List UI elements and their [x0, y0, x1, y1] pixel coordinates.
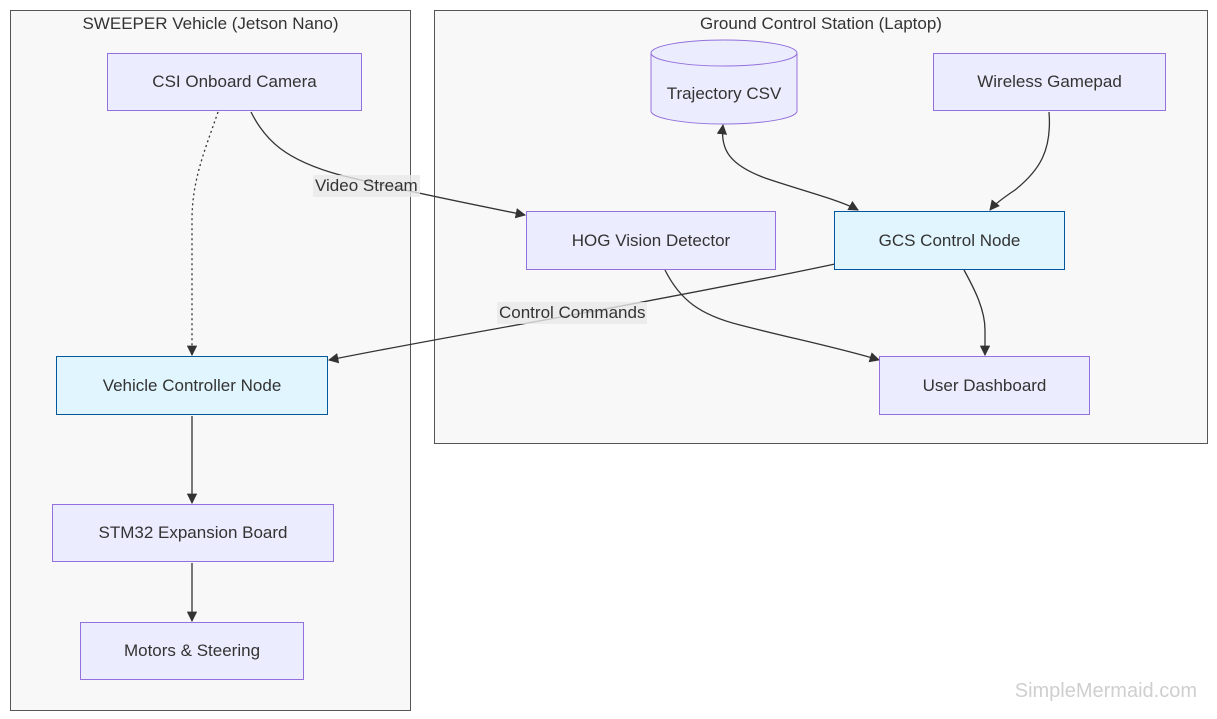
motors-steering-node[interactable]: Motors & Steering	[80, 622, 304, 680]
stm32-board-node[interactable]: STM32 Expansion Board	[52, 504, 334, 562]
gcs-control-node-label: GCS Control Node	[878, 230, 1021, 250]
stm32-board-label: STM32 Expansion Board	[98, 523, 288, 542]
gcs-cluster-title: Ground Control Station (Laptop)	[700, 14, 942, 33]
watermark: SimpleMermaid.com	[1014, 680, 1197, 702]
user-dashboard-label: User Dashboard	[922, 375, 1047, 395]
hog-detector-node[interactable]: HOG Vision Detector	[526, 211, 776, 270]
edge-hog-to-dashboard	[664, 269, 880, 363]
csi-camera-node[interactable]: CSI Onboard Camera	[107, 53, 362, 111]
hog-detector-label: HOG Vision Detector	[571, 230, 731, 250]
user-dashboard-node[interactable]: User Dashboard	[879, 356, 1090, 415]
wireless-gamepad-label: Wireless Gamepad	[977, 72, 1122, 91]
csi-camera-label: CSI Onboard Camera	[152, 72, 317, 91]
edge-gamepad-to-gcs	[989, 111, 1051, 211]
edge-camera-to-vehicle-controller	[186, 111, 219, 357]
edge-label-video-stream: Video Stream	[313, 175, 420, 197]
vehicle-controller-label: Vehicle Controller Node	[102, 375, 282, 395]
trajectory-csv-label: Trajectory CSV	[666, 84, 782, 103]
edge-trajectory-csv-gcs	[716, 123, 859, 211]
motors-steering-label: Motors & Steering	[123, 641, 261, 660]
wireless-gamepad-node[interactable]: Wireless Gamepad	[933, 53, 1166, 111]
edge-label-control-commands: Control Commands	[497, 302, 648, 324]
vehicle-controller-node[interactable]: Vehicle Controller Node	[56, 356, 328, 415]
gcs-control-node[interactable]: GCS Control Node	[834, 211, 1065, 270]
edge-gcs-to-dashboard	[963, 269, 991, 357]
trajectory-csv-database-shape	[650, 39, 798, 125]
edge-camera-to-hog-detector	[250, 111, 527, 219]
vehicle-cluster-title: SWEEPER Vehicle (Jetson Nano)	[82, 14, 339, 33]
